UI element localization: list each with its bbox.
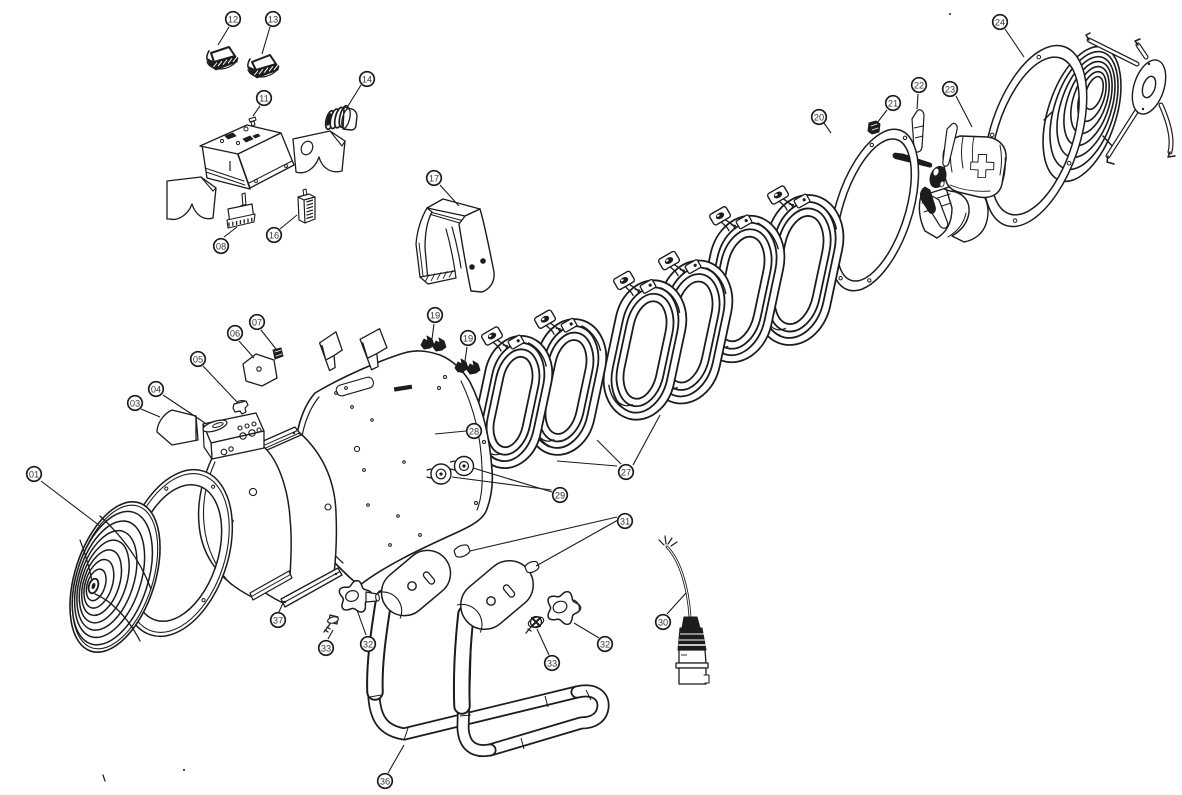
svg-text:22: 22 (914, 80, 924, 90)
svg-text:37: 37 (273, 615, 283, 625)
svg-text:07: 07 (252, 317, 262, 327)
svg-text:19: 19 (430, 310, 440, 320)
svg-text:12: 12 (228, 14, 238, 24)
svg-text:24: 24 (995, 17, 1005, 27)
svg-text:30: 30 (658, 617, 668, 627)
svg-text:14: 14 (362, 74, 372, 84)
svg-text:36: 36 (380, 776, 390, 786)
svg-text:01: 01 (29, 469, 39, 479)
svg-text:32: 32 (600, 639, 610, 649)
svg-text:06: 06 (230, 328, 240, 338)
svg-text:04: 04 (151, 384, 161, 394)
svg-text:28: 28 (469, 426, 479, 436)
svg-text:13: 13 (268, 14, 278, 24)
svg-text:33: 33 (547, 658, 557, 668)
svg-text:27: 27 (621, 467, 631, 477)
svg-text:23: 23 (945, 84, 955, 94)
svg-text:21: 21 (888, 98, 898, 108)
svg-text:20: 20 (814, 112, 824, 122)
svg-text:29: 29 (555, 490, 565, 500)
svg-text:11: 11 (259, 93, 269, 103)
svg-text:05: 05 (193, 354, 203, 364)
svg-text:19: 19 (463, 333, 473, 343)
svg-text:16: 16 (269, 230, 279, 240)
svg-text:31: 31 (620, 516, 630, 526)
svg-text:17: 17 (429, 173, 439, 183)
svg-text:33: 33 (321, 643, 331, 653)
svg-text:03: 03 (130, 398, 140, 408)
svg-text:32: 32 (363, 639, 373, 649)
svg-text:08: 08 (216, 241, 226, 251)
